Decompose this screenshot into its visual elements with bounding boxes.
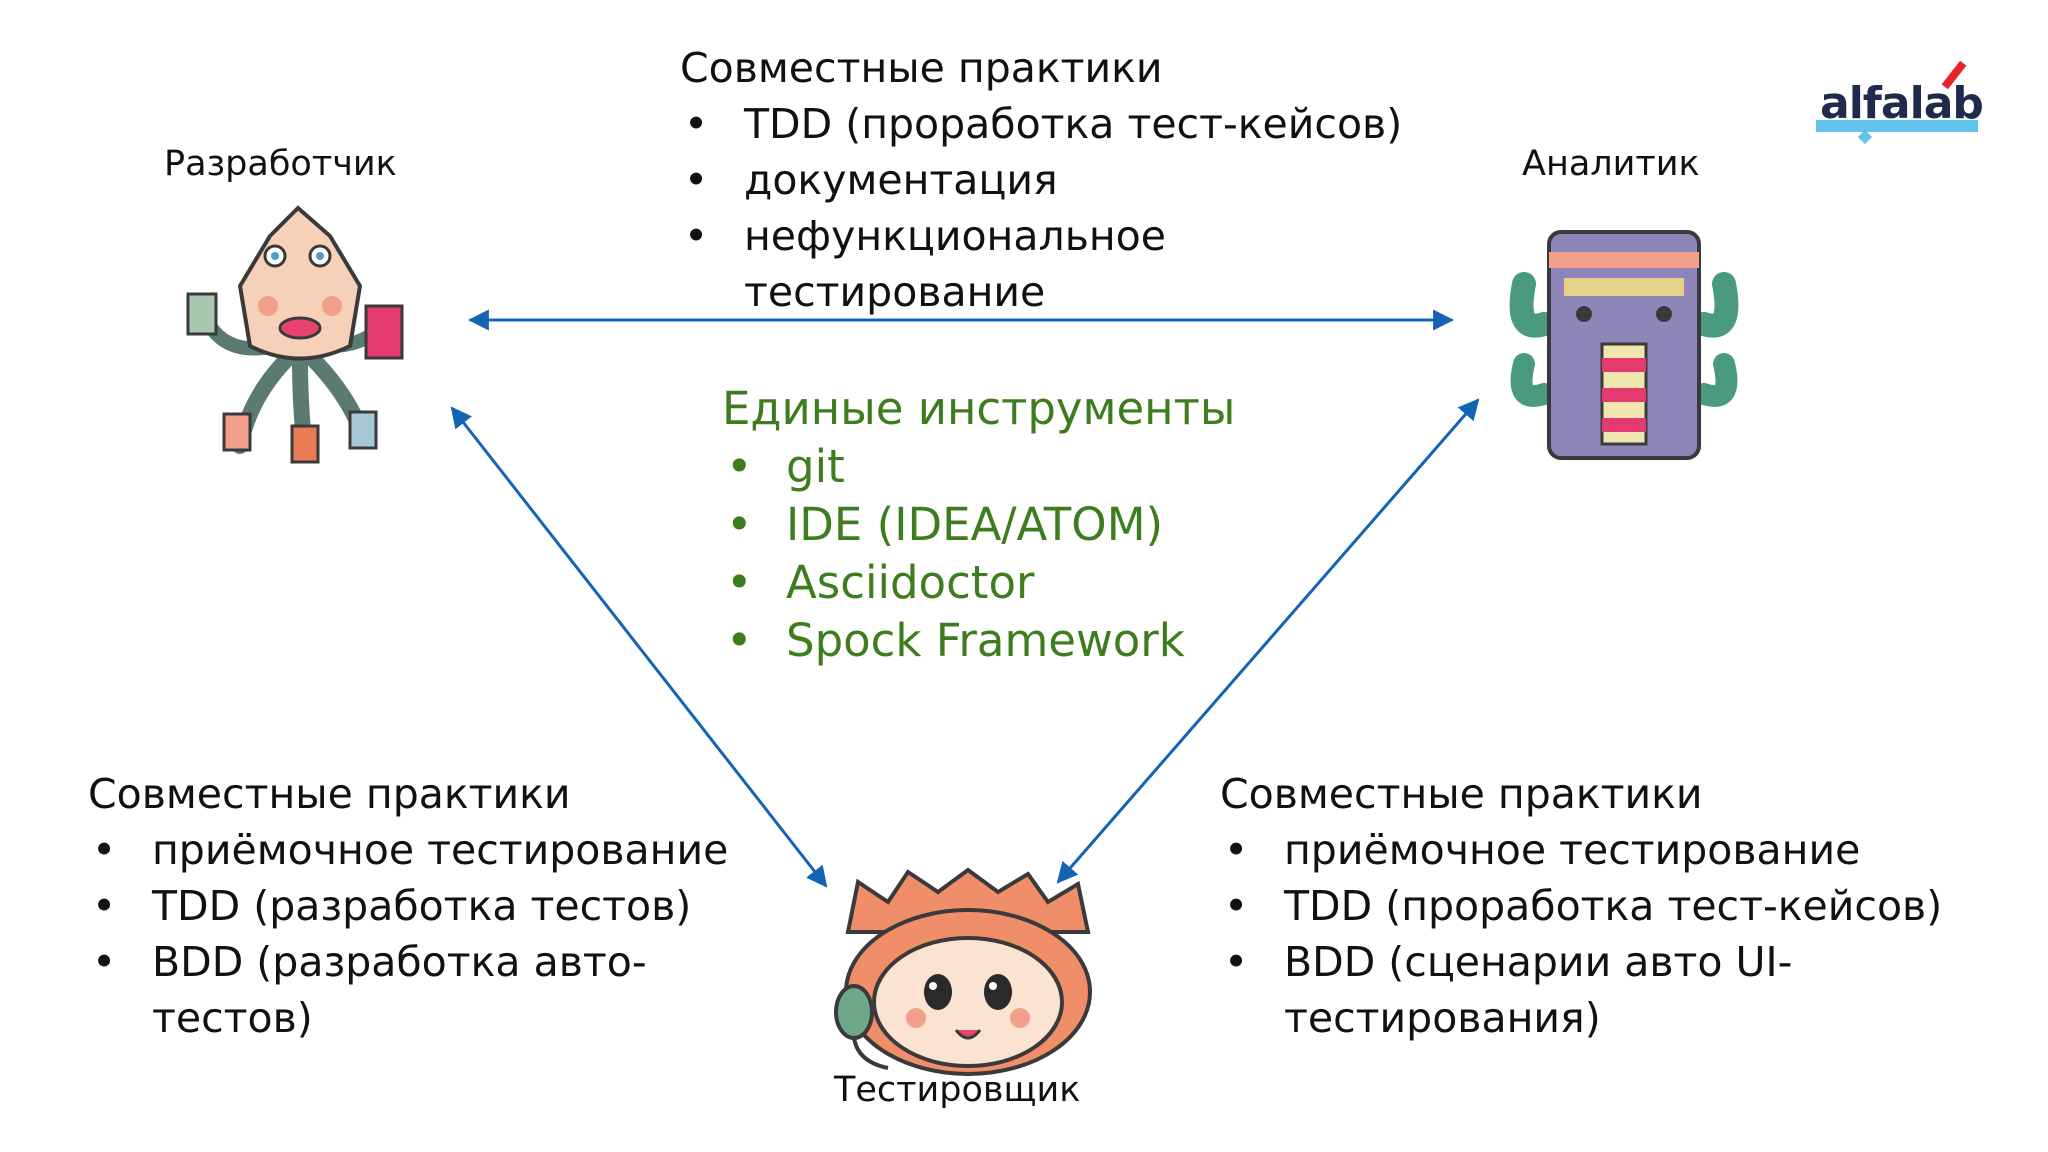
logo-diamond-mark <box>1857 129 1873 145</box>
girl-headset-mascot-icon <box>834 867 1092 1076</box>
top-practices-block: Совместные практики TDD (проработка тест… <box>680 40 1402 320</box>
right-practice-item: приёмочное тестирование <box>1220 822 1942 878</box>
right-practice-item: TDD (проработка тест-кейсов) <box>1220 878 1942 934</box>
tool-item: git <box>722 438 1235 496</box>
logo-text: alfalab <box>1820 78 1984 129</box>
top-practices-title: Совместные практики <box>680 44 1163 92</box>
tool-item: IDE (IDEA/ATOM) <box>722 496 1235 554</box>
right-practice-item: BDD (сценарии авто UI- <box>1220 934 1942 990</box>
logo-underline <box>1816 120 1978 132</box>
tester-label: Тестировщик <box>834 1070 1081 1110</box>
left-practices-title: Совместные практики <box>88 770 571 818</box>
tool-item: Asciidoctor <box>722 554 1235 612</box>
right-practices-block: Совместные практики приёмочное тестирова… <box>1220 766 1942 1046</box>
top-practice-item: TDD (проработка тест-кейсов) <box>680 96 1402 152</box>
arrow-developer-tester <box>450 406 828 888</box>
shared-tools-block: Единые инструменты git IDE (IDEA/ATOM) A… <box>722 380 1235 670</box>
top-practice-item-continuation: тестирование <box>744 268 1046 316</box>
right-practice-item-continuation: тестирования) <box>1284 994 1601 1042</box>
totem-mascot-icon <box>1509 230 1739 460</box>
octopus-mascot-icon <box>186 205 404 464</box>
left-practice-item: BDD (разработка авто- <box>88 934 728 990</box>
developer-label: Разработчик <box>164 144 397 184</box>
top-practice-item: документация <box>680 152 1402 208</box>
shared-tools-title: Единые инструменты <box>722 382 1236 435</box>
left-practices-block: Совместные практики приёмочное тестирова… <box>88 766 728 1046</box>
left-practice-item: TDD (разработка тестов) <box>88 878 728 934</box>
left-practice-item-continuation: тестов) <box>152 994 313 1042</box>
analyst-label: Аналитик <box>1522 144 1700 184</box>
left-practice-item: приёмочное тестирование <box>88 822 728 878</box>
top-practice-item: нефункциональное <box>680 208 1402 264</box>
alfalab-logo: alfalab <box>1812 56 1992 146</box>
right-practices-title: Совместные практики <box>1220 770 1703 818</box>
tool-item: Spock Framework <box>722 612 1235 670</box>
arrow-analyst-tester <box>1056 398 1480 884</box>
